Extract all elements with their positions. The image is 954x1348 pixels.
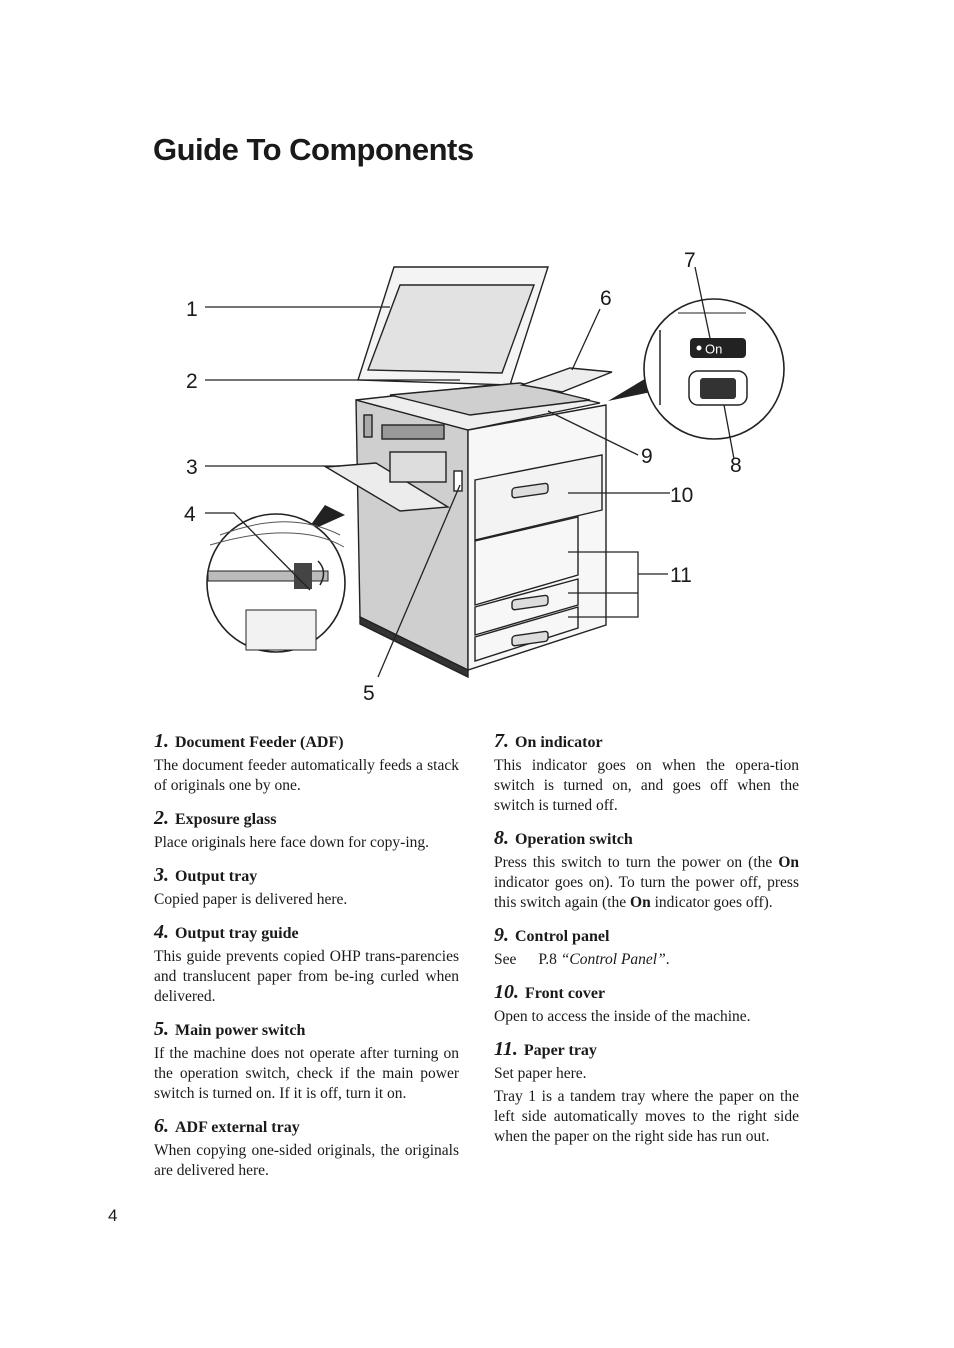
component-item: 10. Front cover Open to access the inside… bbox=[494, 979, 799, 1027]
document-feeder bbox=[357, 266, 591, 416]
on-indicator-light bbox=[690, 338, 746, 358]
item-description: Open to access the inside of the machine… bbox=[494, 1008, 751, 1025]
copier-body bbox=[355, 382, 607, 679]
item-description: Tray 1 is a tandem tray where the paper … bbox=[494, 1088, 799, 1145]
item-number: 11. bbox=[494, 1038, 518, 1060]
callout-3: 3 bbox=[186, 456, 198, 479]
item-number: 10. bbox=[494, 981, 519, 1003]
output-tray bbox=[323, 451, 451, 512]
item-number: 2. bbox=[154, 807, 169, 829]
callout-4: 4 bbox=[184, 503, 196, 526]
copier-illustration: On 1 2 3 4 5 6 7 8 9 10 bbox=[184, 249, 785, 705]
callout-8: 8 bbox=[730, 454, 742, 477]
component-item: 6. ADF external tray When copying one-sid… bbox=[154, 1113, 459, 1181]
item-number: 3. bbox=[154, 864, 169, 886]
page-number: 4 bbox=[108, 1206, 118, 1225]
item-description: Place originals here face down for copy-… bbox=[154, 834, 430, 851]
component-list-right: 7. On indicator This indicator goes on wh… bbox=[494, 728, 799, 1156]
desc-bold: On bbox=[778, 854, 799, 871]
callout-leaders bbox=[205, 266, 735, 678]
item-description: This guide prevents copied OHP trans-par… bbox=[154, 948, 459, 1005]
callout-11: 11 bbox=[670, 564, 692, 587]
component-item: 3. Output tray Copied paper is delivered … bbox=[154, 862, 459, 910]
desc-text: Press this switch to turn the power on (… bbox=[494, 854, 779, 871]
copier-figure: On 1 2 3 4 5 6 7 8 9 10 bbox=[150, 245, 800, 715]
desc-bold: On bbox=[630, 894, 651, 911]
item-description: This indicator goes on when the opera-ti… bbox=[494, 757, 799, 814]
item-description: Press this switch to turn the power on (… bbox=[494, 853, 799, 913]
item-label: Front cover bbox=[525, 985, 606, 1002]
callout-7: 7 bbox=[684, 249, 696, 272]
item-label: Output tray guide bbox=[175, 925, 299, 942]
item-description: When copying one-sided originals, the or… bbox=[154, 1142, 459, 1179]
component-item: 2. Exposure glass Place originals here fa… bbox=[154, 805, 459, 853]
item-label: Exposure glass bbox=[175, 811, 277, 828]
component-item: 9. Control panel See P.8 “Control Panel”. bbox=[494, 922, 799, 970]
component-item: 11. Paper tray Set paper here. Tray 1 is … bbox=[494, 1036, 799, 1147]
callout-6: 6 bbox=[600, 287, 612, 310]
item-number: 6. bbox=[154, 1115, 169, 1137]
item-label: Main power switch bbox=[175, 1022, 306, 1039]
item-reference: See P.8 “Control Panel”. bbox=[494, 950, 799, 970]
item-number: 9. bbox=[494, 924, 509, 946]
desc-text: indicator goes on). To turn the power of… bbox=[494, 874, 799, 911]
item-label: Output tray bbox=[175, 868, 258, 885]
ref-page: P.8 bbox=[538, 951, 561, 968]
component-item: 7. On indicator This indicator goes on wh… bbox=[494, 728, 799, 816]
component-item: 5. Main power switch If the machine does … bbox=[154, 1016, 459, 1104]
output-tray-guide-inset bbox=[206, 505, 346, 653]
item-label: Control panel bbox=[515, 928, 610, 945]
desc-text: indicator goes off). bbox=[650, 894, 773, 911]
ref-see: See bbox=[494, 951, 517, 968]
adf-external-tray bbox=[519, 367, 613, 393]
callout-2: 2 bbox=[186, 370, 198, 393]
operation-switch-inset: On bbox=[608, 298, 785, 440]
callout-9: 9 bbox=[641, 445, 653, 468]
component-item: 4. Output tray guide This guide prevents … bbox=[154, 919, 459, 1007]
item-number: 7. bbox=[494, 730, 509, 752]
item-number: 8. bbox=[494, 827, 509, 849]
item-label: ADF external tray bbox=[175, 1119, 300, 1136]
ref-title[interactable]: “Control Panel” bbox=[560, 951, 666, 968]
item-number: 5. bbox=[154, 1018, 169, 1040]
item-number: 1. bbox=[154, 730, 169, 752]
ref-end: . bbox=[665, 951, 670, 968]
component-item: 8. Operation switch Press this switch to … bbox=[494, 825, 799, 913]
component-item: 1. Document Feeder (ADF) The document fee… bbox=[154, 728, 459, 796]
page-title: Guide To Components bbox=[153, 132, 474, 167]
callout-1: 1 bbox=[186, 298, 198, 321]
item-description: If the machine does not operate after tu… bbox=[154, 1045, 459, 1102]
item-label: Document Feeder (ADF) bbox=[175, 734, 344, 751]
main-power-switch bbox=[453, 470, 463, 492]
item-description: The document feeder automatically feeds … bbox=[154, 757, 459, 794]
item-description: Set paper here. bbox=[494, 1065, 587, 1082]
item-label: Operation switch bbox=[515, 831, 633, 848]
item-label: On indicator bbox=[515, 734, 603, 751]
callout-10: 10 bbox=[670, 484, 693, 507]
on-indicator-label: On bbox=[705, 342, 722, 357]
item-description: Copied paper is delivered here. bbox=[154, 891, 348, 908]
component-list-left: 1. Document Feeder (ADF) The document fee… bbox=[154, 728, 459, 1190]
callout-5: 5 bbox=[363, 682, 375, 705]
item-number: 4. bbox=[154, 921, 169, 943]
item-label: Paper tray bbox=[523, 1042, 597, 1059]
